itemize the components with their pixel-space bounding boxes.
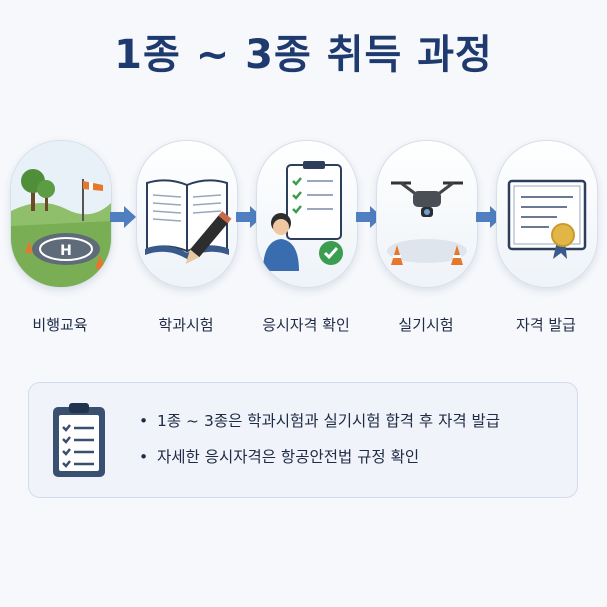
bullet-icon: • [139,412,149,430]
arrow-right-icon [356,206,382,228]
step-card [496,140,598,288]
arrow-right-icon [236,206,262,228]
step-certificate-issue: 자격 발급 [496,140,598,334]
step-card [136,140,238,288]
step-label: 응시자격 확인 [262,316,350,334]
step-written-exam: 학과시험 [136,140,238,334]
step-eligibility-check: 응시자격 확인 [256,140,358,334]
notes-panel: • 1종 ~ 3종은 학과시험과 실기시험 합격 후 자격 발급 • 자세한 응시자… [28,382,578,498]
clipboard-checklist-icon [53,403,105,477]
step-label: 실기시험 [398,316,454,334]
step-card: H [10,140,112,288]
step-label: 자격 발급 [516,316,576,334]
notes-list: • 1종 ~ 3종은 학과시험과 실기시험 합격 후 자격 발급 • 자세한 응시자… [139,409,500,481]
helipad-training-field-icon: H [11,141,111,287]
svg-text:H: H [60,243,72,259]
bullet-icon: • [139,448,149,466]
checklist-person-icon [263,161,343,271]
certificate-icon [507,179,587,259]
step-card [376,140,478,288]
note-text: 1종 ~ 3종은 학과시험과 실기시험 합격 후 자격 발급 [157,412,501,430]
note-item: • 1종 ~ 3종은 학과시험과 실기시험 합격 후 자격 발급 [139,409,500,431]
process-flow: H 비행교육 [0,140,607,340]
arrow-right-icon [476,206,502,228]
drone-cones-icon [387,181,467,265]
arrow-right-icon [110,206,136,228]
step-practical-exam: 실기시험 [376,140,478,334]
step-label: 학과시험 [158,316,214,334]
page-title: 1종 ~ 3종 취득 과정 [114,32,493,78]
note-item: • 자세한 응시자격은 항공안전법 규정 확인 [139,445,500,467]
note-text: 자세한 응시자격은 항공안전법 규정 확인 [157,448,420,466]
step-card [256,140,358,288]
step-label: 비행교육 [32,316,88,334]
step-flight-training: H 비행교육 [10,140,112,334]
book-pencil-icon [145,179,232,264]
